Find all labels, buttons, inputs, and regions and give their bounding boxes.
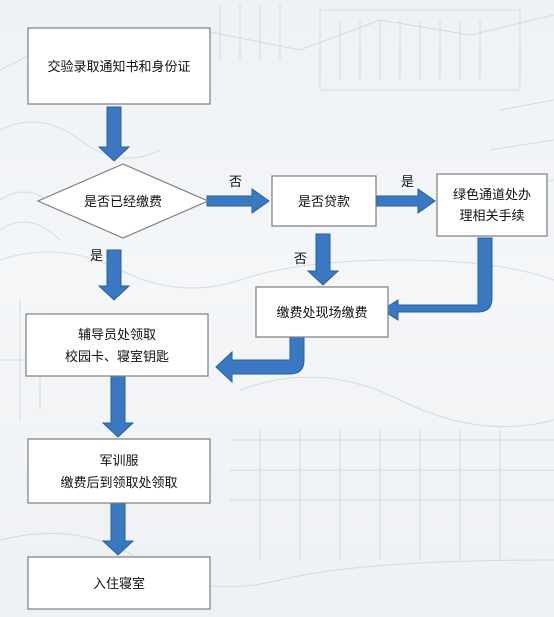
arrow-uniform-to-dorm xyxy=(101,502,135,556)
arrow-notice-to-paid-check xyxy=(97,106,131,162)
node-dorm-label: 入住寝室 xyxy=(93,576,145,592)
node-counselor-label-2: 校园卡、寝室钥匙 xyxy=(65,349,169,365)
node-uniform-label-2: 缴费后到领取处领取 xyxy=(60,476,177,491)
arrow-green-to-pay-site xyxy=(381,237,493,321)
node-paid-check: 是否已经缴费 xyxy=(36,163,210,239)
arrow-pay-site-to-counselor xyxy=(215,336,305,384)
arrow-counselor-to-uniform xyxy=(101,375,135,438)
edge-label-paid-yes: 是 xyxy=(90,249,103,264)
arrow-loan-no xyxy=(306,233,340,286)
node-counselor: 辅导员处领取 校园卡、寝室钥匙 xyxy=(25,313,209,377)
node-green-channel: 绿色通道处办 理相关手续 xyxy=(436,173,548,237)
arrow-loan-yes xyxy=(376,188,436,214)
node-paid-check-label: 是否已经缴费 xyxy=(84,195,162,210)
edge-label-paid-no: 否 xyxy=(229,175,242,190)
node-uniform: 军训服 缴费后到领取处领取 xyxy=(27,438,211,504)
node-dorm: 入住寝室 xyxy=(27,556,211,610)
node-pay-site: 缴费处现场缴费 xyxy=(255,286,389,338)
node-counselor-label-1: 辅导员处领取 xyxy=(78,328,156,343)
node-loan-check: 是否贷款 xyxy=(271,175,377,227)
node-notice-label: 交验录取通知书和身份证 xyxy=(47,59,190,75)
node-notice: 交验录取通知书和身份证 xyxy=(27,27,211,105)
node-loan-check-label: 是否贷款 xyxy=(298,195,350,210)
edge-label-loan-no: 否 xyxy=(294,252,307,267)
node-green-channel-label-2: 理相关手续 xyxy=(459,209,524,224)
arrow-paid-check-no xyxy=(206,188,270,214)
arrow-paid-check-yes xyxy=(97,249,131,301)
arrows xyxy=(97,106,493,556)
node-green-channel-label-1: 绿色通道处办 xyxy=(453,187,531,203)
node-uniform-label-1: 军训服 xyxy=(99,454,138,469)
node-pay-site-label: 缴费处现场缴费 xyxy=(276,306,367,321)
edge-label-loan-yes: 是 xyxy=(401,175,414,190)
